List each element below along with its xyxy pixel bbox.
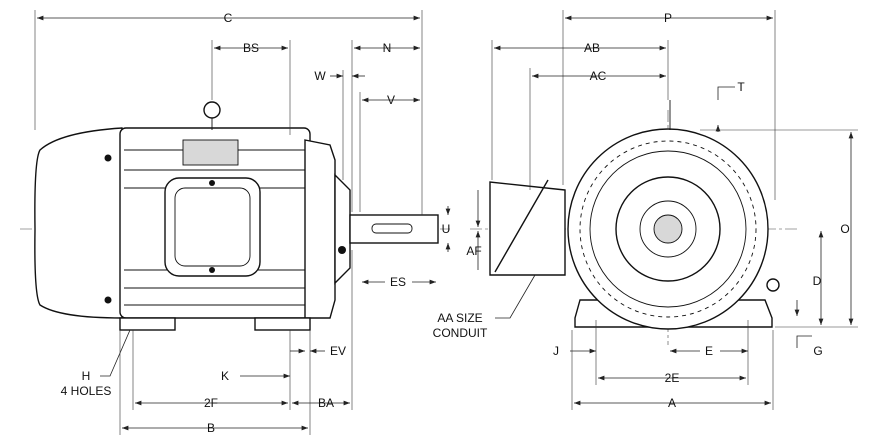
label-t: T [737,80,745,94]
label-e: E [705,344,713,358]
hub [639,200,697,258]
conduit-box [489,181,566,276]
label-ba: BA [318,396,334,410]
label-es: ES [390,275,406,289]
foot-rear [119,317,176,331]
label-ev: EV [330,344,346,358]
label-k: K [221,369,229,383]
label-p: P [664,11,672,25]
dimension-lines [34,10,858,435]
frame-fins [579,140,757,318]
terminal-box-cover [174,187,251,267]
label-ab: AB [584,41,600,55]
shaft [349,214,439,244]
lifting-eye [203,101,221,119]
label-a: A [668,396,676,410]
label-o: O [840,222,849,236]
label-w: W [314,69,326,83]
grease-fitting [766,278,780,292]
label-d: D [813,274,822,288]
label-g: G [813,344,822,358]
label-j: J [553,344,559,358]
keyway [371,223,413,234]
label-conduit-size: AA SIZE [437,311,482,325]
label-2e: 2E [665,371,680,385]
nameplate [182,139,239,166]
frame-inner [589,150,747,308]
dimension-labels: C BS N W V P AB AC T O D U AF ES AA SIZE… [61,11,850,435]
side-view [20,101,450,331]
label-bs: BS [243,41,259,55]
label-4-holes: 4 HOLES [61,384,112,398]
terminal-box [164,177,261,277]
label-h: H [82,369,91,383]
label-2f: 2F [204,396,218,410]
foot-front [254,317,311,331]
shaft-end [653,214,683,244]
label-v: V [387,93,395,107]
label-conduit: CONDUIT [433,326,488,340]
label-u: U [442,222,451,236]
conduit-box-cover [494,179,549,273]
label-b: B [207,421,215,435]
label-n: N [383,41,392,55]
label-af: AF [466,244,481,258]
end-bracket [304,139,336,319]
bearing-cap [334,173,351,285]
front-view [470,100,800,345]
label-c: C [224,11,233,25]
fan-cover [34,127,123,319]
label-ac: AC [590,69,607,83]
